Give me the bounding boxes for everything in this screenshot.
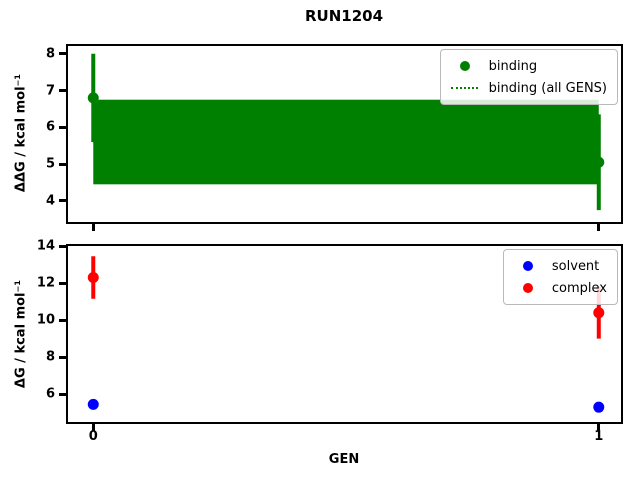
plot-title: RUN1204 xyxy=(304,7,384,25)
x-tick-mark xyxy=(91,424,95,431)
y-tick-mark xyxy=(59,281,66,285)
legend-item-binding-all-gens: binding (all GENS) xyxy=(448,77,607,99)
legend-label-complex: complex xyxy=(551,280,607,296)
y-tick-label: 8 xyxy=(45,46,55,62)
binding-point-gen1 xyxy=(593,156,605,168)
binding-dot-icon xyxy=(448,61,482,71)
x-tick-mark xyxy=(597,424,601,431)
y-tick-mark xyxy=(59,52,66,56)
x-tick-mark xyxy=(597,224,601,231)
y-tick-label: 6 xyxy=(45,386,55,402)
binding-point-gen0 xyxy=(87,92,99,104)
y-tick-mark xyxy=(59,125,66,129)
y-tick-label: 7 xyxy=(45,83,55,98)
legend-item-complex: complex xyxy=(511,277,607,299)
y-tick-mark xyxy=(59,355,66,359)
x-tick-mark xyxy=(91,224,95,231)
legend-label-binding-all-gens: binding (all GENS) xyxy=(488,80,607,96)
legend-item-solvent: solvent xyxy=(511,255,607,277)
y-tick-label: 5 xyxy=(45,156,55,172)
top-y-axis-label: ΔΔG / kcal mol⁻¹ xyxy=(13,73,29,193)
y-tick-mark xyxy=(59,318,66,322)
y-tick-label: 8 xyxy=(45,349,55,365)
y-tick-label: 6 xyxy=(45,119,55,135)
y-tick-mark xyxy=(59,392,66,396)
y-tick-label: 14 xyxy=(36,238,55,254)
x-tick-label: 0 xyxy=(88,429,98,444)
top-chart-canvas xyxy=(87,53,605,211)
y-tick-label: 12 xyxy=(36,275,55,291)
bottom-legend: solvent complex xyxy=(502,249,618,305)
y-tick-mark xyxy=(59,89,66,92)
top-legend: binding binding (all GENS) xyxy=(439,49,618,105)
x-tick-label: 1 xyxy=(594,429,604,444)
complex-point-gen1 xyxy=(593,307,605,319)
solvent-point-gen1 xyxy=(593,401,605,413)
binding-dotted-line-icon xyxy=(448,87,482,89)
bottom-y-axis-label: ΔG / kcal mol⁻¹ xyxy=(13,279,29,389)
y-tick-mark xyxy=(59,162,66,166)
y-tick-mark xyxy=(59,244,66,248)
x-axis-label: GEN xyxy=(328,452,360,467)
y-tick-label: 10 xyxy=(36,312,55,328)
complex-dot-icon xyxy=(511,283,545,293)
solvent-point-gen0 xyxy=(87,398,99,410)
top-axes: binding binding (all GENS) 4 5 6 7 8 xyxy=(46,44,623,231)
solvent-dot-icon xyxy=(511,261,545,271)
bottom-axes: solvent complex 6 8 10 12 14 0 1 xyxy=(37,240,623,443)
complex-point-gen0 xyxy=(87,271,99,283)
y-tick-label: 4 xyxy=(45,193,55,209)
y-tick-mark xyxy=(59,199,66,203)
legend-item-binding: binding xyxy=(448,55,607,77)
legend-label-binding: binding xyxy=(488,58,538,74)
legend-label-solvent: solvent xyxy=(551,258,600,274)
